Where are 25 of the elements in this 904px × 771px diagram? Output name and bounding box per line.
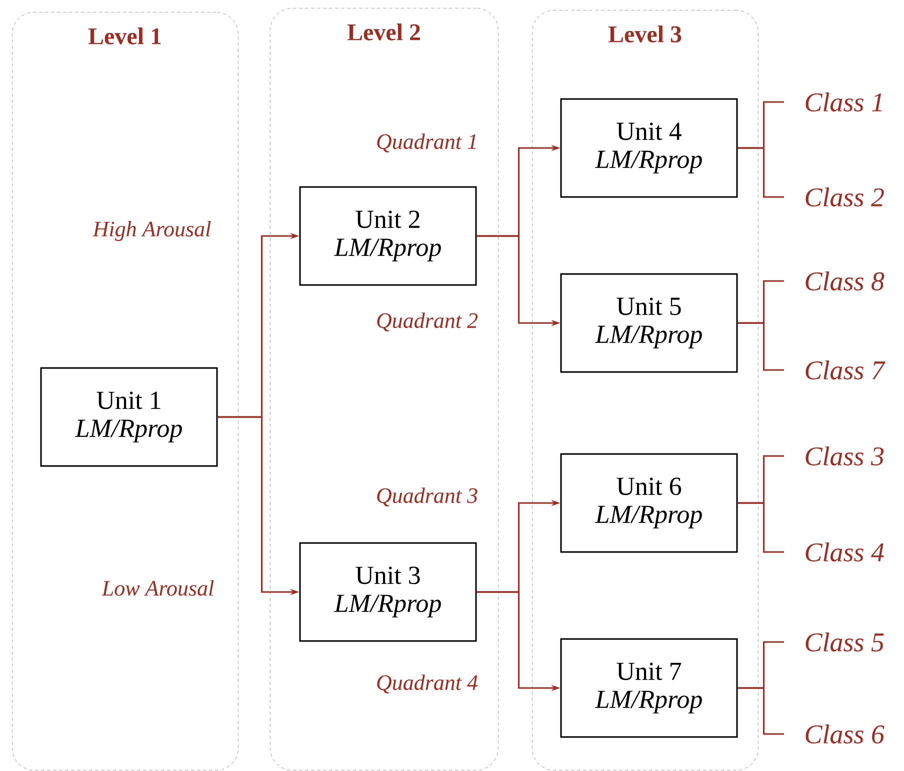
class-label: Class 2 bbox=[806, 188, 884, 207]
edge-label: Quadrant 1 bbox=[377, 134, 476, 152]
class-label: Class 5 bbox=[806, 632, 884, 652]
edge-label: Quadrant 4 bbox=[377, 674, 478, 694]
unit-box: Unit 6 LM/Rprop bbox=[560, 453, 738, 553]
class-label: Class 4 bbox=[806, 542, 884, 562]
connector bbox=[738, 147, 784, 198]
class-label: Class 3 bbox=[806, 446, 884, 466]
connector bbox=[738, 322, 784, 371]
edge-label: Quadrant 2 bbox=[377, 312, 478, 332]
class-label: Class 8 bbox=[806, 272, 884, 291]
unit-box: Unit 4 LM/Rprop bbox=[560, 98, 738, 198]
unit-box: Unit 1 LM/Rprop bbox=[40, 367, 218, 467]
unit-box: Unit 7 LM/Rprop bbox=[560, 638, 738, 738]
connector bbox=[738, 502, 784, 553]
unit-box: Unit 3 LM/Rprop bbox=[299, 542, 477, 642]
edge-label: Quadrant 3 bbox=[377, 488, 478, 506]
class-label: Class 6 bbox=[806, 724, 884, 744]
class-label: Class 1 bbox=[806, 92, 882, 112]
unit-box: Unit 5 LM/Rprop bbox=[560, 273, 738, 373]
unit-box: Unit 2 LM/Rprop bbox=[299, 186, 477, 286]
edge-label: High Arousal bbox=[92, 221, 211, 241]
class-label: Class 7 bbox=[806, 360, 886, 380]
connector bbox=[738, 687, 784, 735]
edge-label: Low Arousal bbox=[102, 580, 214, 596]
